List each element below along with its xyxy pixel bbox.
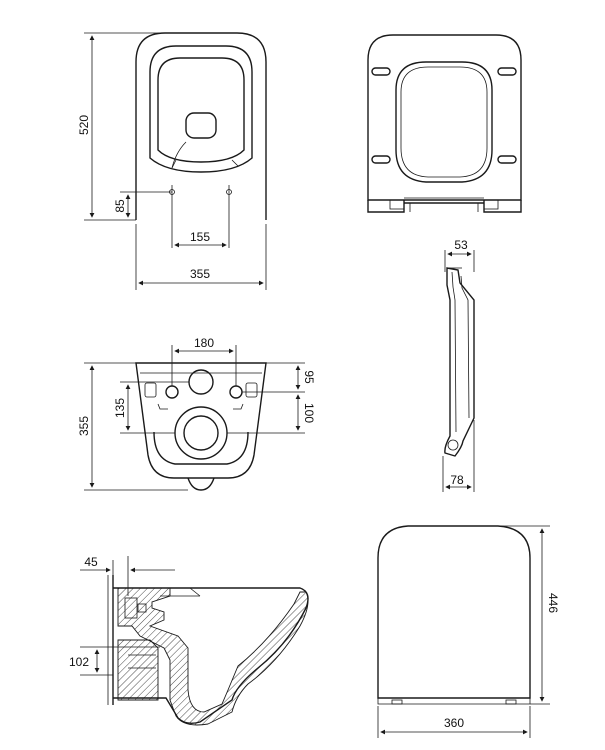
dim-section-wall-offset: 45 [84,555,98,569]
section-view: 45 102 [69,555,309,726]
dim-lid-width: 360 [444,716,464,730]
dim-top-left-depth: 355 [77,416,91,436]
bowl-top-view: 180 355 135 95 100 [77,336,316,491]
dim-top-right-offset-b: 100 [302,403,316,423]
dim-front-hole-spacing: 155 [190,230,210,244]
dim-front-width: 355 [190,267,210,281]
dim-section-outlet-height: 102 [69,655,89,669]
dim-front-hole-height: 85 [113,199,127,213]
dim-lid-height: 446 [546,593,560,613]
dim-seat-side-thickness: 53 [454,238,468,252]
dim-front-height: 520 [77,115,91,135]
lid-view: 446 360 [377,525,560,738]
dim-seat-side-depth: 78 [450,473,464,487]
seat-top-view [367,34,522,213]
front-view: 520 85 155 355 [77,32,267,290]
seat-side-view: 53 78 [442,238,475,492]
dim-top-hole-spacing: 180 [194,336,214,350]
dim-top-hole-offset: 135 [113,398,127,418]
dim-top-right-offset-a: 95 [302,370,316,384]
